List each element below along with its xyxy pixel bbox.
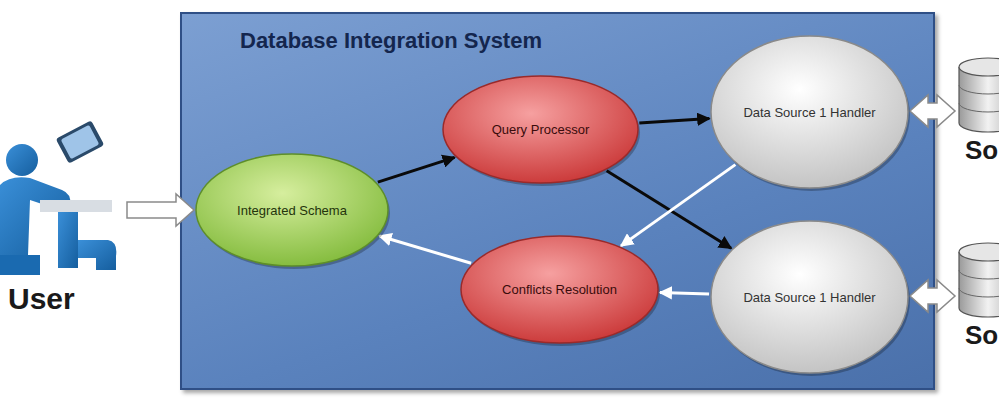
panel-title: Database Integration System — [240, 28, 542, 54]
database-cylinder: So — [957, 240, 999, 352]
flow-arrow — [621, 165, 735, 246]
cylinder-outline — [957, 55, 999, 135]
user-actor: User — [0, 100, 125, 316]
process-ellipse: Data Source 1 Handler — [707, 32, 912, 192]
node-label: Integrated Schema — [217, 202, 367, 219]
node-label: Data Source 1 Handler — [723, 104, 895, 121]
process-ellipse: Query Processor — [439, 72, 642, 187]
block-arrow — [910, 280, 955, 312]
source-label: So — [965, 320, 998, 351]
node-label: Conflicts Resolution — [482, 281, 637, 298]
flow-arrow — [379, 236, 471, 263]
actor-label: User — [8, 282, 75, 316]
block-arrow — [127, 194, 194, 226]
process-ellipse: Data Source 1 Handler — [707, 217, 912, 377]
process-ellipse: Integrated Schema — [192, 150, 392, 270]
node-label: Query Processor — [472, 121, 610, 138]
flow-arrow — [639, 119, 709, 124]
system-panel: Database Integration SystemIntegrated Sc… — [180, 12, 935, 390]
node-label: Data Source 1 Handler — [723, 289, 895, 306]
block-arrow — [910, 95, 955, 127]
user-figure — [0, 120, 116, 275]
process-ellipse: Conflicts Resolution — [457, 232, 662, 347]
flow-arrow — [378, 157, 455, 182]
cylinder-outline — [957, 240, 999, 320]
database-cylinder: So — [957, 55, 999, 167]
flow-arrow — [660, 293, 709, 294]
source-label: So — [965, 135, 998, 166]
